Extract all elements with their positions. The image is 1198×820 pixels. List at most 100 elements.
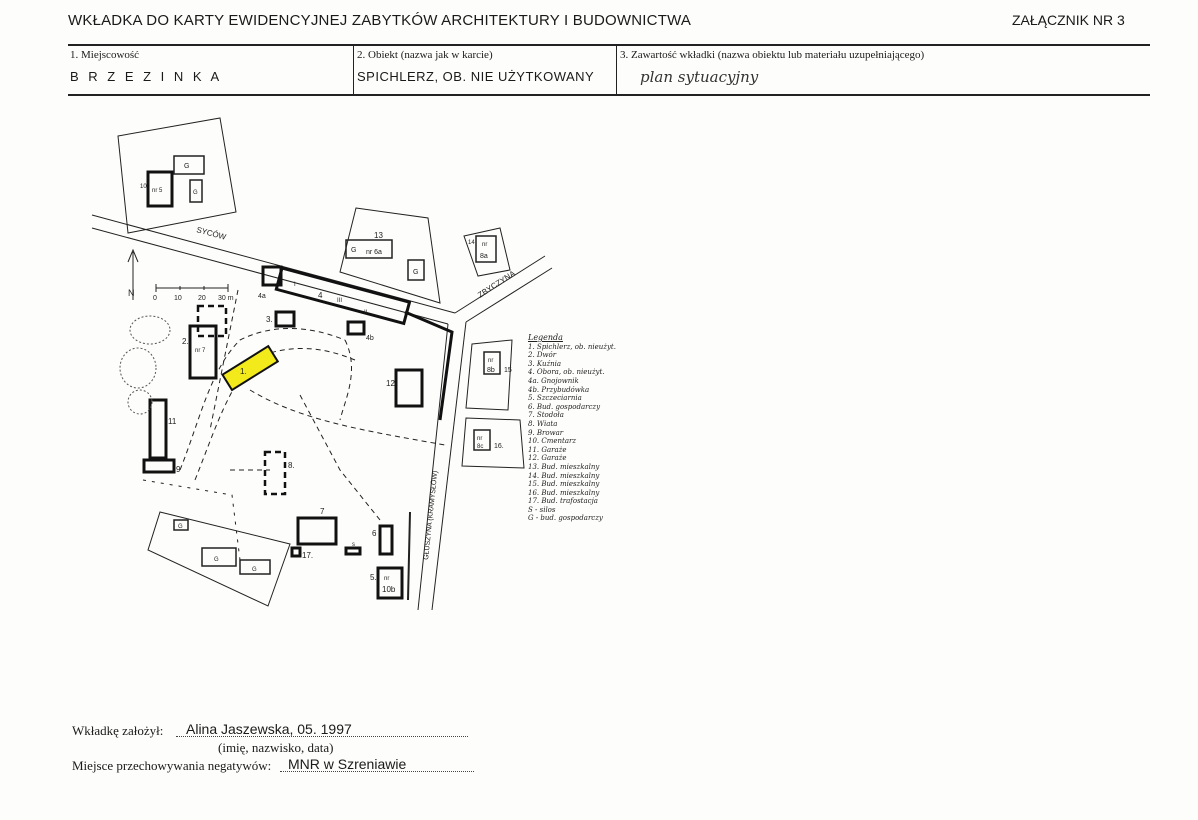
scale-label-20: 20 (198, 295, 206, 302)
tree-group (119, 347, 157, 389)
label-4b: 4b (366, 335, 374, 342)
road-gluszyna (417, 323, 449, 611)
building-14-residential (475, 235, 497, 263)
label-16-nr: nr (477, 436, 482, 442)
label-15-num: 8b (487, 367, 495, 374)
plot-boundary (463, 227, 511, 277)
legend-item: G - bud. gospodarczy (528, 514, 603, 523)
legend-title: Legenda (528, 333, 563, 342)
label-5-num: 10b (382, 585, 396, 594)
author-line (176, 736, 468, 737)
building-7-barn (296, 516, 338, 546)
column-divider (353, 46, 354, 94)
label-2-nr: nr 7 (195, 348, 206, 354)
legend-item: 4a. Gnojownik (528, 376, 579, 385)
building-9-brewery (142, 458, 176, 474)
building-g (189, 179, 203, 203)
legend-item: 13. Bud. mieszkalny (528, 462, 600, 471)
label-1: 1. (240, 367, 247, 376)
label-9: 9 (176, 465, 181, 474)
internal-path (339, 339, 352, 421)
legend-item: 4b. Przybudówka (528, 385, 590, 394)
document-title: WKŁADKA DO KARTY EWIDENCYJNEJ ZABYTKÓW A… (68, 12, 692, 29)
label-4-iii: III (337, 298, 342, 304)
road-zbyczyna (465, 267, 553, 323)
internal-path (209, 289, 239, 431)
internal-path (249, 389, 446, 446)
building-10-cemetery (146, 170, 174, 208)
legend-item: 1. Spichlerz, ob. nieużyt. (528, 342, 616, 351)
building-4a-manure-pit (261, 265, 283, 287)
road-sycow (91, 227, 449, 325)
label-s: s (352, 542, 355, 548)
internal-path (194, 347, 356, 481)
scale-bar (155, 284, 229, 292)
plot-boundary (147, 511, 291, 607)
author-hint: (imię, nazwisko, data) (218, 740, 334, 755)
north-arrow (127, 248, 139, 300)
label-g: G (413, 269, 418, 276)
annex-number: ZAŁĄCZNIK NR 3 (1012, 12, 1125, 28)
building-g (173, 519, 189, 531)
column-divider (616, 46, 617, 94)
building-g (173, 155, 205, 175)
building-8-shed-outline (263, 450, 287, 496)
fence-line (142, 479, 241, 561)
legend-item: 5. Szczeciarnia (528, 394, 582, 403)
label-g: G (193, 190, 198, 196)
road-label-zbyczyna: ZBYCZYNA (476, 269, 517, 300)
label-17: 17. (302, 551, 313, 560)
label-g: G (178, 524, 183, 530)
farm-wall (404, 310, 454, 421)
label-14-nr: nr (482, 242, 487, 248)
road-zbyczyna (454, 255, 546, 314)
field-object-value: SPICHLERZ, OB. NIE UŻYTKOWANY (357, 69, 595, 84)
building-2-manor (188, 324, 218, 380)
label-g: G (351, 247, 356, 254)
label-5-nr: nr (384, 576, 389, 582)
legend-item: 3. Kuźnia (528, 359, 562, 368)
label-2: 2. (182, 337, 189, 346)
label-14-num: 8a (480, 253, 488, 260)
field-content-value: plan sytuacyjny (640, 68, 759, 86)
field-object-label: 2. Obiekt (nazwa jak w karcie) (357, 49, 493, 61)
legend-item: S - silos (528, 505, 556, 514)
building-g (201, 547, 237, 567)
building-15-residential (483, 351, 501, 375)
building-3-smithy (274, 310, 296, 328)
storage-value: MNR w Szreniawie (288, 756, 407, 772)
label-11: 11 (168, 417, 177, 426)
label-6: 6 (372, 529, 377, 538)
scale-label-0: 0 (153, 295, 157, 302)
legend-item: 16. Bud. mieszkalny (528, 488, 600, 497)
road-gluszyna (431, 321, 467, 611)
legend-item: 4. Obora, ob. nieużyt. (528, 368, 605, 377)
road-label-sycow: SYCÓW (195, 225, 227, 242)
label-g: G (214, 557, 219, 563)
plot-boundary (117, 117, 237, 234)
tree-group (129, 315, 171, 345)
field-content-label: 3. Zawartość wkładki (nazwa obiektu lub … (620, 49, 925, 61)
legend-item: 11. Garaże (528, 445, 567, 454)
internal-path (179, 328, 346, 471)
building-17-transformer (290, 546, 302, 558)
building-13-residential (345, 239, 393, 259)
legend-item: 6. Bud. gospodarczy (528, 402, 601, 411)
legend-item: 2. Dwór (528, 351, 557, 360)
label-4a: 4a (258, 293, 266, 300)
label-12: 12 (386, 379, 395, 388)
label-13: 13 (374, 231, 383, 240)
storage-line (280, 771, 474, 772)
label-13-nr: nr 6a (366, 249, 382, 256)
legend-item: 8. Wiata (528, 419, 558, 428)
legend-item: 17. Bud. trafostacja (528, 497, 598, 506)
label-8: 8. (288, 461, 295, 470)
scale-label-30: 30 m (218, 295, 234, 302)
building-5-scutching (376, 566, 404, 600)
field-locality-value: B R Z E Z I N K A (70, 69, 223, 84)
building-s-silo (344, 546, 362, 556)
building-g (239, 559, 271, 575)
label-10: 10 (140, 184, 147, 190)
scale-label-10: 10 (174, 295, 182, 302)
building-11-garage (148, 398, 168, 460)
